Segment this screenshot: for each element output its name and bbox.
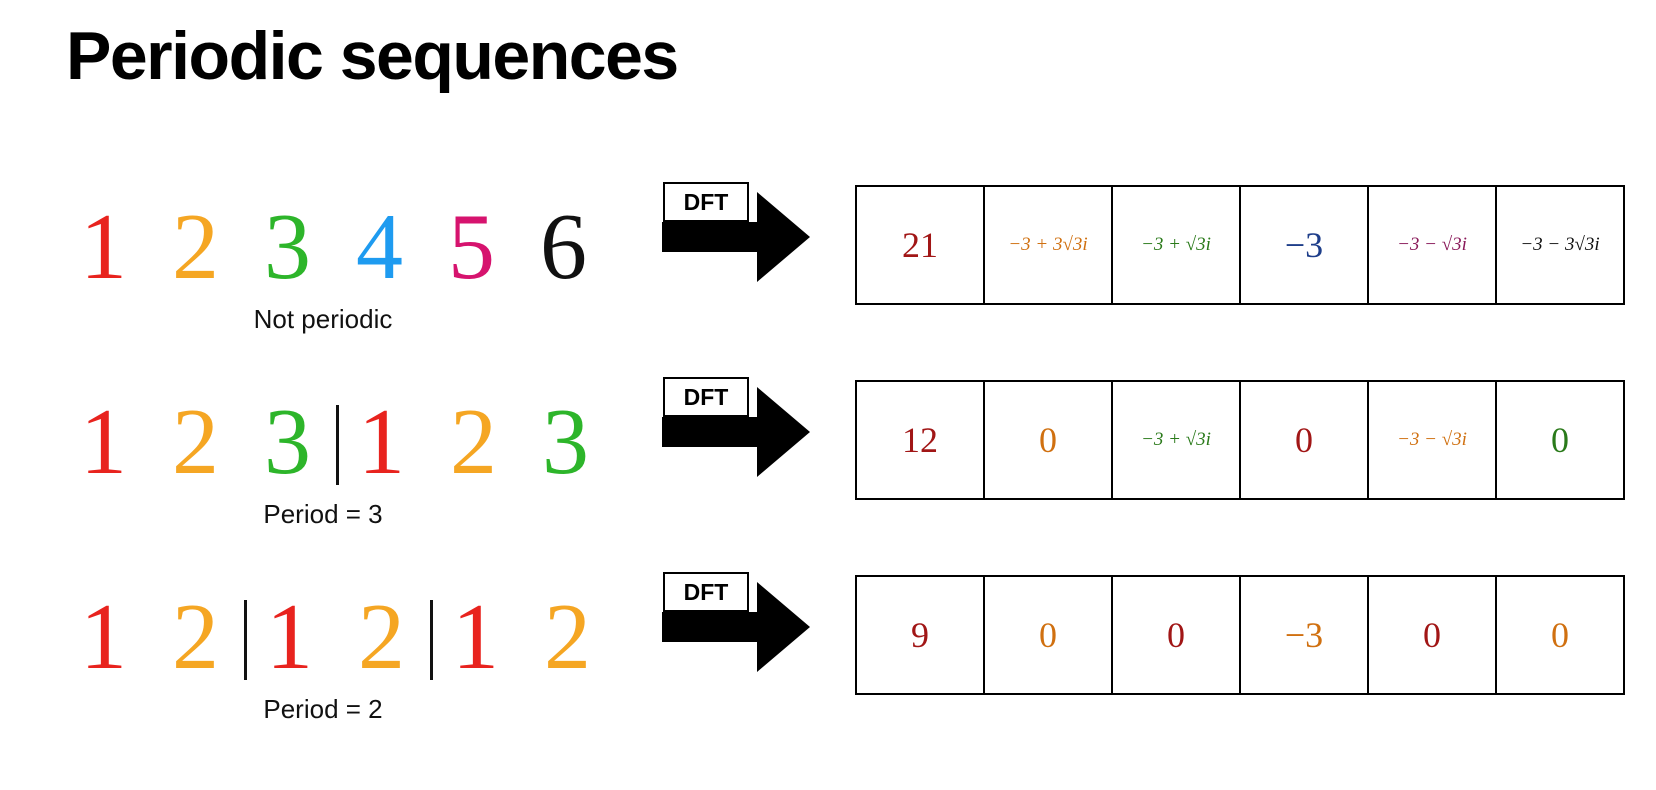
sequence-value: 1 bbox=[80, 585, 127, 689]
dft-arrow: DFT bbox=[662, 182, 812, 282]
arrow-right-icon bbox=[662, 192, 810, 282]
dft-coefficient: 0 bbox=[1239, 382, 1367, 498]
sequence-caption: Period = 3 bbox=[263, 499, 383, 529]
sequence-value: 1 bbox=[80, 390, 127, 494]
dft-label: DFT bbox=[663, 377, 749, 417]
period-separator bbox=[336, 405, 339, 485]
sequence-value: 1 bbox=[358, 390, 405, 494]
dft-result-row: 21 −3 + 3√3i−3 + √3i−3−3 − √3i−3 − 3√3i bbox=[855, 185, 1625, 305]
dft-coefficient: 0 bbox=[983, 577, 1111, 693]
dft-coefficient: −3 bbox=[1239, 577, 1367, 693]
dft-coefficient: 0 bbox=[1111, 577, 1239, 693]
sequence-value: 5 bbox=[448, 195, 495, 299]
dft-coefficient: 9 bbox=[911, 615, 929, 655]
dft-coefficient: 12 bbox=[902, 420, 938, 460]
sequence-value: 1 bbox=[266, 585, 313, 689]
sequence-value: 2 bbox=[544, 585, 591, 689]
sequence-value: 2 bbox=[172, 390, 219, 494]
sequence-value: 6 bbox=[540, 195, 587, 299]
dft-coefficient: 0 bbox=[1495, 382, 1623, 498]
period-separator bbox=[430, 600, 433, 680]
sequence-value: 2 bbox=[450, 390, 497, 494]
arrow-right-icon bbox=[662, 582, 810, 672]
arrow-right-icon bbox=[662, 387, 810, 477]
dft-coefficient: −3 − √3i bbox=[1367, 187, 1495, 303]
dft-arrow: DFT bbox=[662, 572, 812, 672]
dft-coefficient: 0 bbox=[1367, 577, 1495, 693]
sequence-value: 3 bbox=[264, 390, 311, 494]
sequence-value: 1 bbox=[80, 195, 127, 299]
dft-label: DFT bbox=[663, 572, 749, 612]
page-title: Periodic sequences bbox=[66, 18, 679, 94]
sequence-value: 3 bbox=[264, 195, 311, 299]
dft-coefficient: −3 bbox=[1239, 187, 1367, 303]
sequence-value: 4 bbox=[356, 195, 403, 299]
dft-coefficient: 0 bbox=[983, 382, 1111, 498]
dft-coefficient: −3 − 3√3i bbox=[1495, 187, 1623, 303]
sequence-value: 2 bbox=[172, 585, 219, 689]
sequence-value: 3 bbox=[542, 390, 589, 494]
sequence-caption: Not periodic bbox=[253, 304, 393, 334]
sequence-value: 2 bbox=[172, 195, 219, 299]
sequence-caption: Period = 2 bbox=[263, 694, 383, 724]
dft-coefficient: 0 bbox=[1495, 577, 1623, 693]
dft-arrow: DFT bbox=[662, 377, 812, 477]
dft-coefficient: −3 − √3i bbox=[1367, 382, 1495, 498]
dft-coefficient: −3 + √3i bbox=[1111, 382, 1239, 498]
dft-coefficient: 21 bbox=[902, 225, 938, 265]
dft-label: DFT bbox=[663, 182, 749, 222]
sequence-value: 1 bbox=[452, 585, 499, 689]
dft-coefficient: −3 + 3√3i bbox=[983, 187, 1111, 303]
dft-coefficient: −3 + √3i bbox=[1111, 187, 1239, 303]
sequence-value: 2 bbox=[358, 585, 405, 689]
period-separator bbox=[244, 600, 247, 680]
